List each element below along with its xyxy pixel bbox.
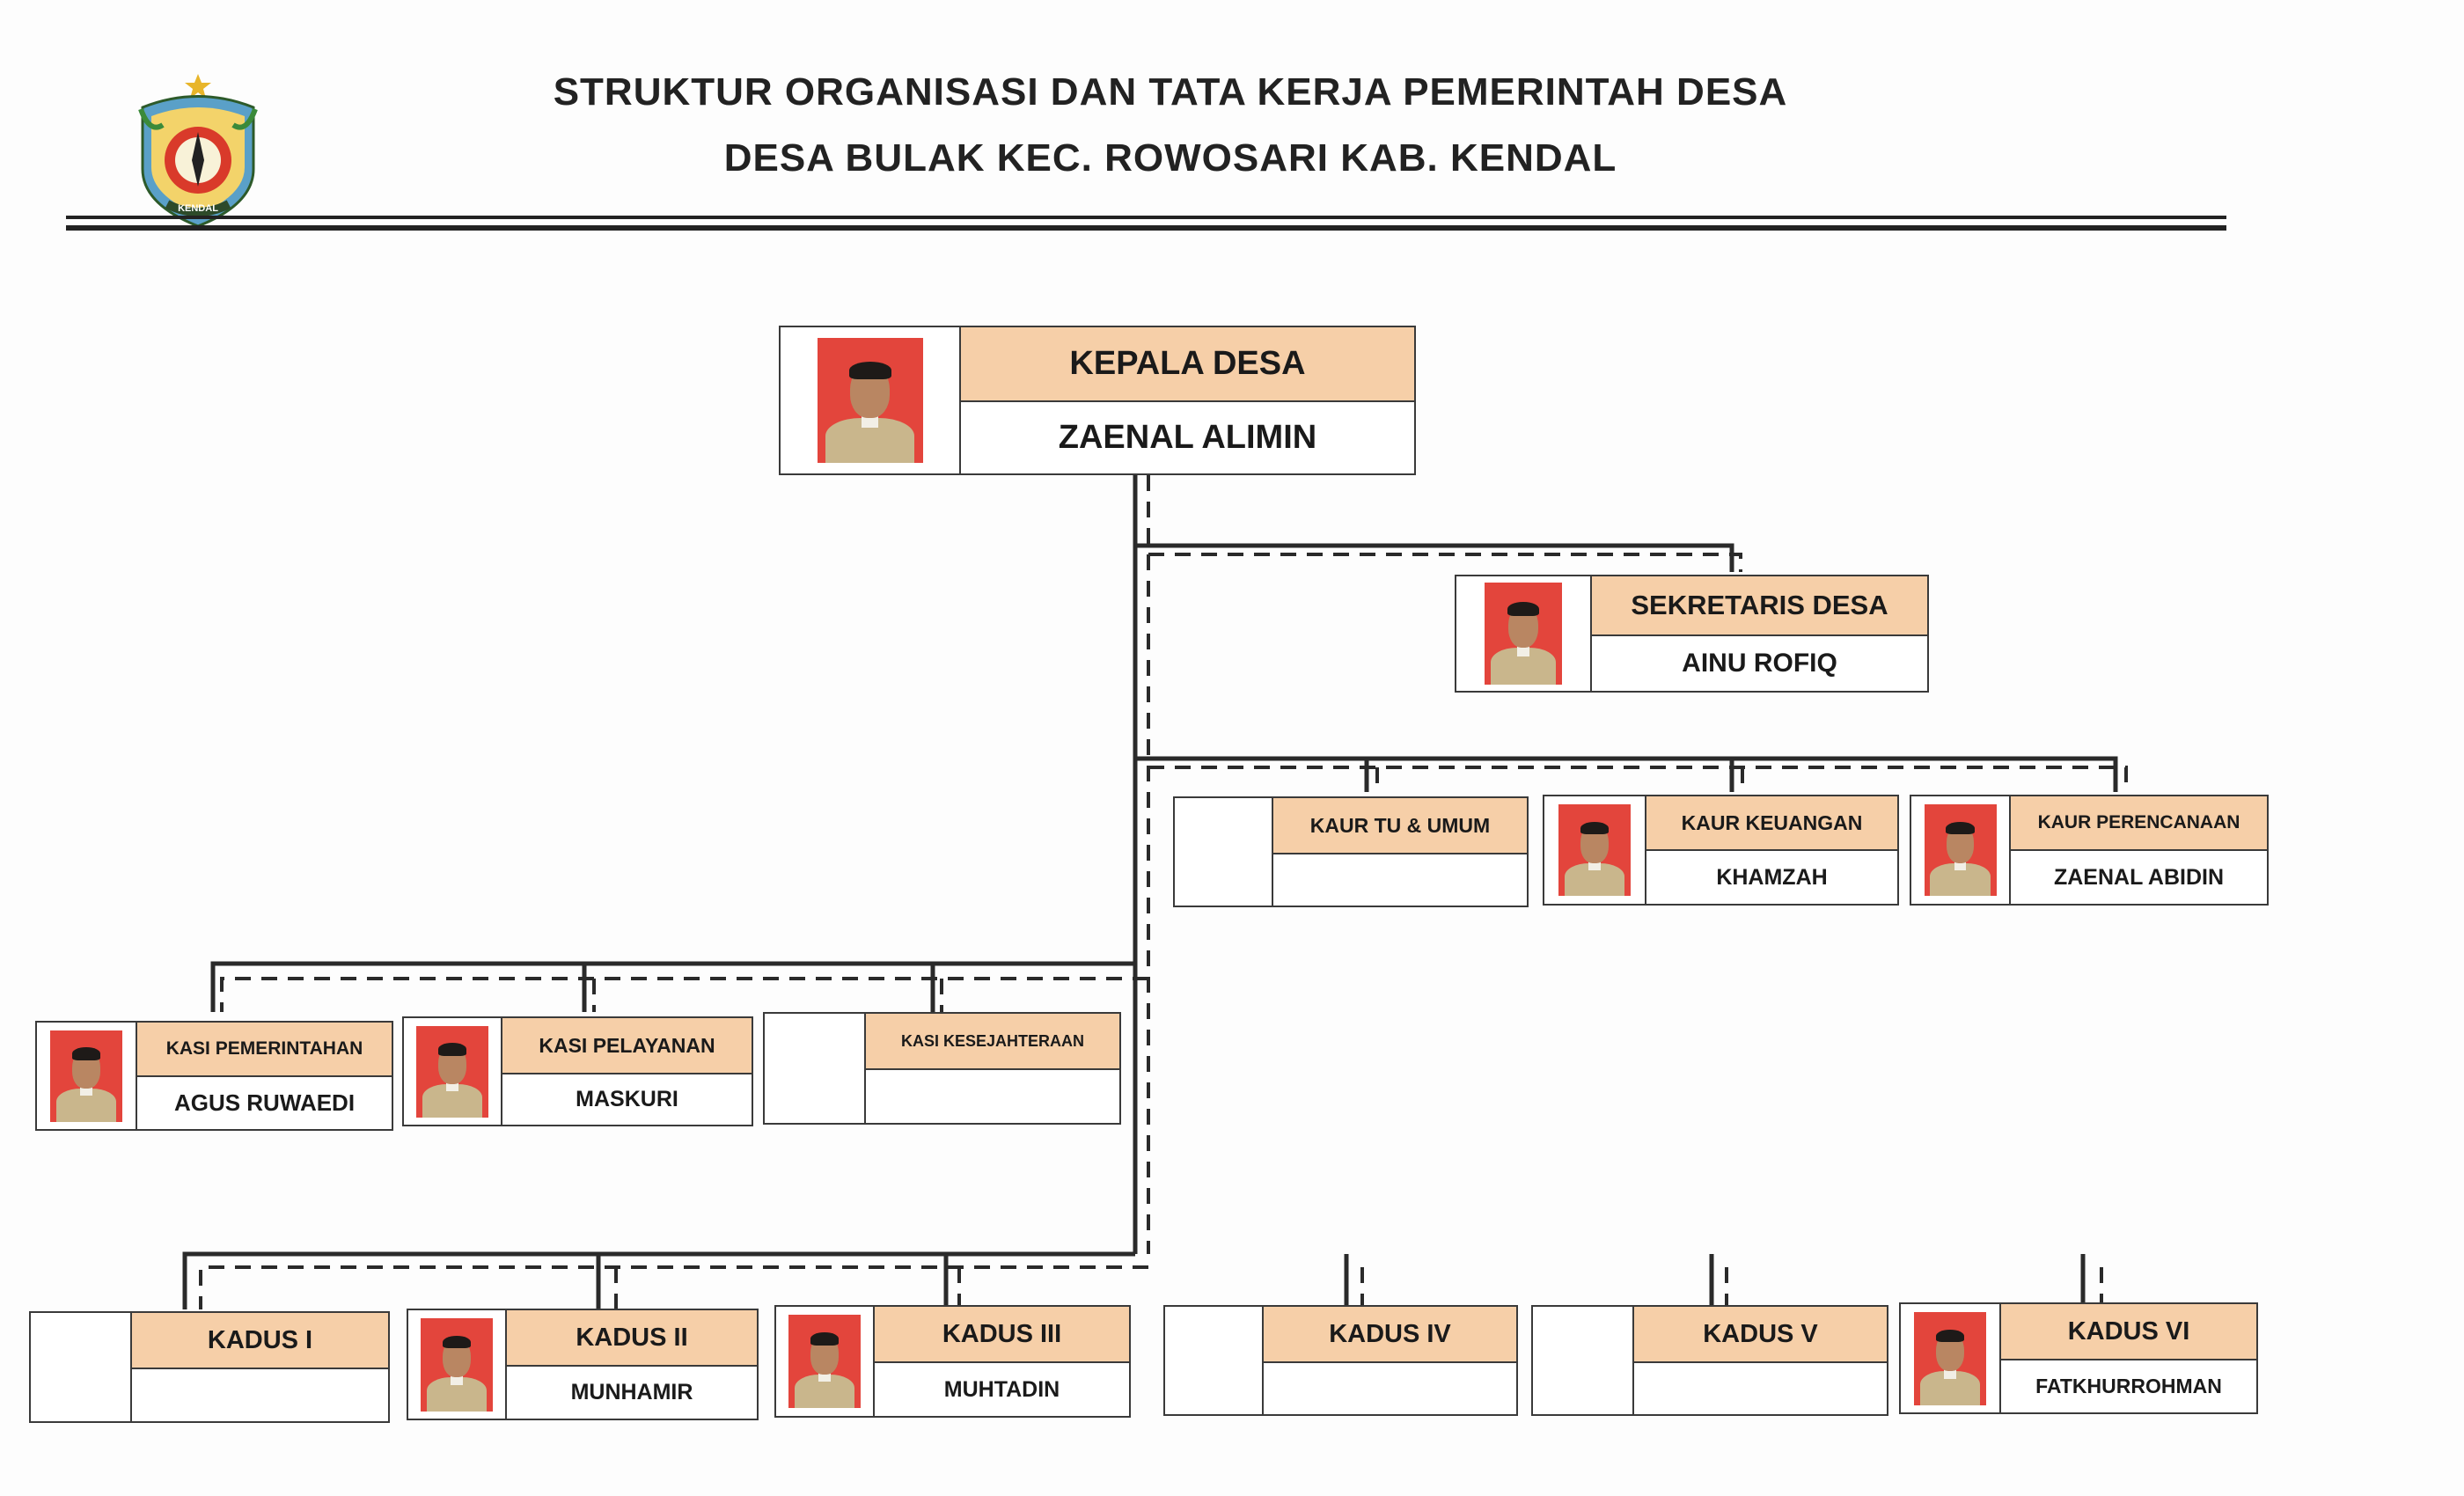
org-box-kasi-pemerintahan: KASI PEMERINTAHAN AGUS RUWAEDI bbox=[35, 1021, 393, 1131]
org-box-kasi-kesejahteraan: KASI KESEJAHTERAAN bbox=[763, 1012, 1121, 1125]
photo-frame bbox=[1911, 796, 2011, 904]
position-title: KAUR KEUANGAN bbox=[1646, 796, 1897, 851]
officer-name bbox=[1634, 1363, 1887, 1414]
coordination-line-kasi bbox=[220, 977, 1148, 1012]
photo-frame-empty bbox=[1175, 798, 1273, 906]
officer-name: ZAENAL ALIMIN bbox=[1058, 419, 1317, 456]
officer-name: ZAENAL ABIDIN bbox=[2053, 864, 2225, 890]
org-box-kasi-pelayanan: KASI PELAYANAN MASKURI bbox=[402, 1016, 753, 1126]
portrait-photo bbox=[788, 1315, 861, 1408]
photo-frame-empty bbox=[31, 1313, 132, 1421]
portrait-photo bbox=[1558, 804, 1631, 896]
photo-frame bbox=[776, 1307, 875, 1416]
command-line-kasi bbox=[210, 961, 1135, 1012]
page-subtitle: DESA BULAK KEC. ROWOSARI KAB. KENDAL bbox=[723, 136, 1617, 180]
position-title: KASI PEMERINTAHAN bbox=[137, 1023, 392, 1077]
command-line-kadus bbox=[182, 1251, 2086, 1309]
photo-frame-empty bbox=[1533, 1307, 1634, 1414]
coordination-line-kadus bbox=[199, 1265, 2103, 1309]
coordination-line-sekretaris bbox=[1148, 553, 1742, 572]
position-title: KADUS V bbox=[1634, 1307, 1887, 1363]
officer-name: AINU ROFIQ bbox=[1682, 649, 1837, 678]
officer-name bbox=[866, 1070, 1119, 1123]
page-title: STRUKTUR ORGANISASI DAN TATA KERJA PEMER… bbox=[553, 70, 1788, 114]
command-line-kaur bbox=[1135, 756, 2118, 792]
position-title: KADUS II bbox=[507, 1310, 757, 1367]
org-box-sekretaris-desa: SEKRETARIS DESA AINU ROFIQ bbox=[1455, 575, 1929, 693]
org-box-kaur-perencanaan: KAUR PERENCANAAN ZAENAL ABIDIN bbox=[1910, 795, 2269, 906]
org-box-kadus-ii: KADUS II MUNHAMIR bbox=[407, 1309, 759, 1420]
position-title: KEPALA DESA bbox=[961, 327, 1414, 402]
command-line-sekretaris bbox=[1135, 543, 1734, 572]
officer-name: MUNHAMIR bbox=[570, 1380, 693, 1404]
org-box-kepala-desa: KEPALA DESA ZAENAL ALIMIN bbox=[779, 326, 1416, 475]
officer-name: FATKHURROHMAN bbox=[2035, 1375, 2222, 1397]
officer-name bbox=[1264, 1363, 1516, 1414]
photo-frame-empty bbox=[1165, 1307, 1264, 1414]
header-divider-thick bbox=[66, 225, 2226, 231]
officer-name: MASKURI bbox=[576, 1087, 678, 1111]
org-box-kadus-v: KADUS V bbox=[1531, 1305, 1888, 1416]
officer-name bbox=[132, 1369, 388, 1421]
photo-frame bbox=[1901, 1304, 2001, 1412]
portrait-photo bbox=[817, 338, 923, 463]
position-title: SEKRETARIS DESA bbox=[1592, 576, 1927, 636]
org-box-kadus-vi: KADUS VI FATKHURROHMAN bbox=[1899, 1302, 2258, 1414]
photo-frame bbox=[1456, 576, 1592, 691]
photo-frame bbox=[37, 1023, 137, 1129]
org-box-kaur-tu-umum: KAUR TU & UMUM bbox=[1173, 796, 1529, 907]
header-divider-thin bbox=[66, 216, 2226, 219]
photo-frame bbox=[781, 327, 961, 473]
org-box-kadus-iv: KADUS IV bbox=[1163, 1305, 1518, 1416]
position-title: KADUS VI bbox=[2001, 1304, 2256, 1360]
org-box-kaur-keuangan: KAUR KEUANGAN KHAMZAH bbox=[1543, 795, 1899, 906]
position-title: KADUS III bbox=[875, 1307, 1129, 1363]
coordination-line-kaur bbox=[1148, 766, 2128, 792]
kendal-regency-logo: KENDAL bbox=[138, 74, 258, 228]
portrait-photo bbox=[1485, 583, 1562, 685]
photo-frame bbox=[404, 1018, 502, 1125]
portrait-photo bbox=[421, 1317, 493, 1412]
officer-name: MUHTADIN bbox=[943, 1376, 1060, 1402]
position-title: KASI PELAYANAN bbox=[502, 1018, 752, 1074]
svg-text:KENDAL: KENDAL bbox=[178, 203, 218, 214]
officer-name: AGUS RUWAEDI bbox=[173, 1089, 356, 1116]
position-title: KADUS IV bbox=[1264, 1307, 1516, 1363]
position-title: KAUR TU & UMUM bbox=[1273, 798, 1527, 854]
portrait-photo bbox=[50, 1030, 122, 1122]
photo-frame bbox=[408, 1310, 507, 1419]
org-box-kadus-iii: KADUS III MUHTADIN bbox=[774, 1305, 1131, 1418]
photo-frame bbox=[1544, 796, 1646, 904]
portrait-photo bbox=[416, 1025, 488, 1118]
position-title: KAUR PERENCANAAN bbox=[2011, 796, 2267, 851]
officer-name: KHAMZAH bbox=[1716, 864, 1828, 890]
org-box-kadus-i: KADUS I bbox=[29, 1311, 390, 1423]
portrait-photo bbox=[1924, 804, 1997, 896]
photo-frame-empty bbox=[765, 1014, 866, 1123]
position-title: KADUS I bbox=[132, 1313, 388, 1369]
portrait-photo bbox=[1914, 1311, 1986, 1405]
officer-name bbox=[1273, 854, 1527, 906]
position-title: KASI KESEJAHTERAAN bbox=[866, 1014, 1119, 1070]
